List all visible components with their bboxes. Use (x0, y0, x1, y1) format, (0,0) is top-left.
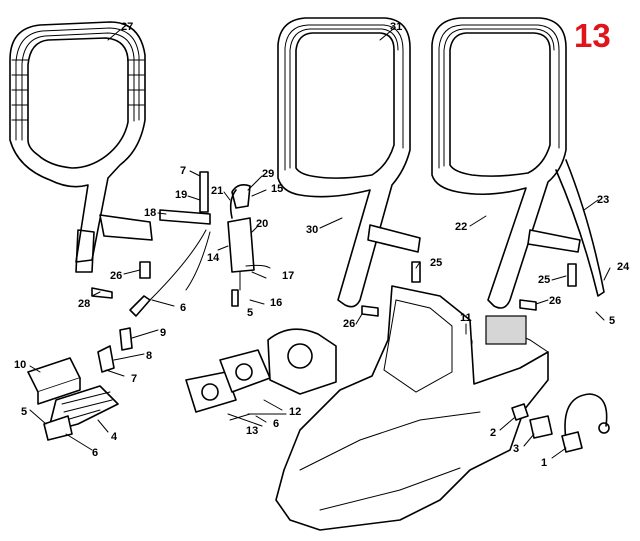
callout-6: 6 (273, 418, 279, 430)
callout-8: 8 (146, 350, 152, 362)
callout-13: 13 (246, 425, 258, 437)
callout-5: 5 (21, 406, 27, 418)
callout-7: 7 (180, 165, 186, 177)
callout-14: 14 (207, 252, 220, 264)
callout-25: 25 (430, 257, 442, 269)
callout-25: 25 (538, 274, 550, 286)
callout-17: 17 (282, 270, 294, 282)
cap-and-strap (511, 393, 610, 453)
callout-1: 1 (541, 457, 547, 469)
handle-bar-22 (431, 17, 605, 309)
switch-wiring-assembly (149, 171, 271, 307)
callout-6: 6 (92, 447, 98, 459)
callout-23: 23 (597, 194, 609, 206)
callout-16: 16 (270, 297, 282, 309)
callout-26: 26 (110, 270, 122, 282)
callout-15: 15 (271, 183, 283, 195)
callout-24: 24 (617, 261, 630, 273)
callout-11: 11 (460, 312, 472, 324)
callout-27: 27 (121, 21, 133, 33)
callout-4: 4 (111, 431, 118, 443)
callout-7: 7 (131, 373, 137, 385)
carburetor-group (185, 328, 337, 421)
callout-21: 21 (211, 185, 223, 197)
callout-9: 9 (160, 327, 166, 339)
callout-12: 12 (289, 406, 301, 418)
callout-5: 5 (247, 307, 253, 319)
callout-2: 2 (490, 427, 496, 439)
callout-19: 19 (175, 189, 187, 201)
callout-5: 5 (609, 315, 615, 327)
callout-26: 26 (549, 295, 561, 307)
callout-28: 28 (78, 298, 90, 310)
page-number: 13 (574, 17, 611, 54)
callout-20: 20 (256, 218, 268, 230)
leader-lines (29, 29, 611, 459)
av-pads (27, 357, 119, 441)
callout-22: 22 (455, 221, 467, 233)
callout-26: 26 (343, 318, 355, 330)
callout-31: 31 (390, 21, 402, 33)
callout-29: 29 (262, 168, 274, 180)
callout-6: 6 (180, 302, 186, 314)
callout-labels: 27 31 7 29 19 21 15 18 20 14 30 22 23 26… (14, 21, 630, 469)
callout-18: 18 (144, 207, 156, 219)
callout-3: 3 (513, 443, 519, 455)
handle-bar-27 (9, 21, 153, 273)
handle-bar-31 (277, 17, 421, 308)
crankcase-housing (275, 285, 549, 531)
callout-10: 10 (14, 359, 26, 371)
callout-30: 30 (306, 224, 318, 236)
